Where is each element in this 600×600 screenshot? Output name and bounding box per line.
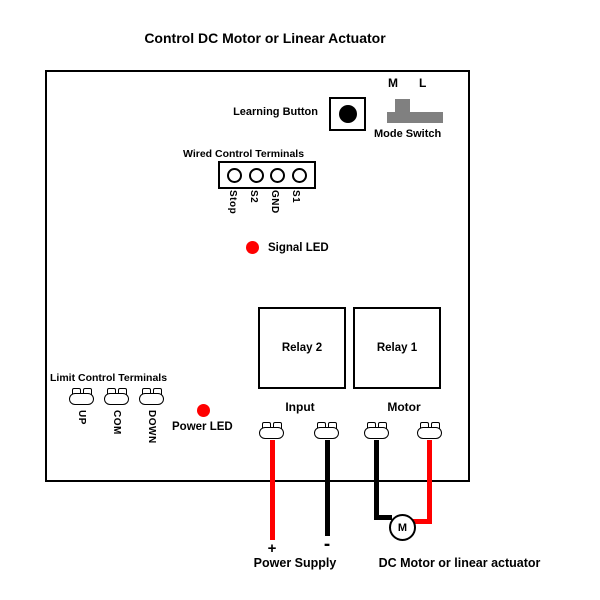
limit-terminal-com-icon bbox=[104, 388, 130, 406]
limit-pin-label-com: COM bbox=[111, 410, 122, 435]
wired-terminal-block bbox=[218, 161, 316, 189]
limit-terminal-down-icon bbox=[139, 388, 165, 406]
input-terminals-label: Input bbox=[285, 400, 315, 414]
mode-switch-base-icon bbox=[387, 112, 443, 123]
mode-switch-l-label: L bbox=[419, 76, 427, 90]
input-negative-terminal-icon bbox=[314, 422, 340, 440]
limit-pin-label-down: DOWN bbox=[146, 410, 157, 444]
relay-1-box: Relay 1 bbox=[353, 307, 441, 389]
power-led-icon bbox=[197, 404, 210, 417]
limit-control-terminals-label: Limit Control Terminals bbox=[50, 372, 168, 384]
controller-board-outline bbox=[45, 70, 470, 482]
motor-wire-red-elbow bbox=[410, 519, 432, 524]
wired-control-terminals-label: Wired Control Terminals bbox=[183, 148, 305, 160]
negative-wire bbox=[325, 440, 330, 536]
diagram-title: Control DC Motor or Linear Actuator bbox=[144, 30, 386, 46]
limit-terminal-up-icon bbox=[69, 388, 95, 406]
terminal-pin-icon bbox=[226, 167, 242, 183]
mode-switch-knob-icon bbox=[395, 99, 410, 113]
motor-terminals-label: Motor bbox=[387, 400, 421, 414]
positive-wire bbox=[270, 440, 275, 540]
power-supply-minus-label: - bbox=[323, 534, 331, 555]
motor-terminal-a-icon bbox=[364, 422, 390, 440]
learning-button-label: Learning Button bbox=[233, 106, 318, 118]
terminal-pin-icon bbox=[270, 167, 286, 183]
terminal-pin-icon bbox=[292, 167, 308, 183]
limit-pin-label-up: UP bbox=[76, 410, 87, 425]
power-led-label: Power LED bbox=[172, 421, 233, 433]
relay-2-box: Relay 2 bbox=[258, 307, 346, 389]
dc-motor-label: DC Motor or linear actuator bbox=[378, 556, 541, 570]
motor-wire-black-vertical bbox=[374, 440, 379, 520]
learning-button-dot-icon bbox=[338, 105, 357, 123]
power-supply-plus-label: + bbox=[267, 540, 277, 557]
motor-wire-red-vertical bbox=[427, 440, 432, 524]
wired-pin-label-s1: S1 bbox=[290, 190, 301, 204]
motor-terminal-b-icon bbox=[417, 422, 443, 440]
signal-led-icon bbox=[246, 241, 259, 254]
mode-switch-m-label: M bbox=[388, 76, 398, 90]
wired-pin-label-s2: S2 bbox=[248, 190, 259, 204]
motor-symbol-icon: M bbox=[389, 514, 416, 541]
power-supply-label: Power Supply bbox=[253, 556, 337, 570]
input-positive-terminal-icon bbox=[259, 422, 285, 440]
terminal-pin-icon bbox=[248, 167, 264, 183]
signal-led-label: Signal LED bbox=[268, 242, 329, 254]
mode-switch-label: Mode Switch bbox=[374, 128, 442, 140]
motor-wire-black-elbow bbox=[374, 515, 392, 520]
wired-pin-label-stop: Stop bbox=[227, 190, 238, 215]
wired-pin-label-gnd: GND bbox=[269, 190, 280, 214]
learning-button bbox=[329, 97, 366, 131]
